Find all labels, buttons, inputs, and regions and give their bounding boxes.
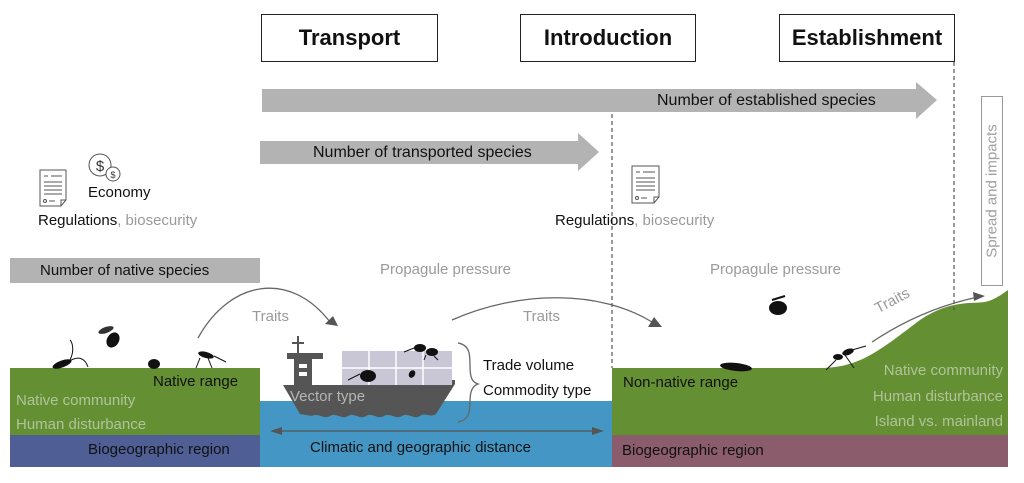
larva-icon bbox=[720, 362, 752, 372]
native-species-label: Number of native species bbox=[40, 262, 210, 279]
svg-text:$: $ bbox=[96, 158, 105, 175]
established-species-label: Number of established species bbox=[657, 92, 876, 109]
distance-arrow-left-head bbox=[270, 427, 282, 435]
svg-text:$: $ bbox=[110, 170, 115, 180]
traits-arrow-2 bbox=[451, 297, 653, 323]
document-icon-left bbox=[39, 169, 67, 207]
regulations-text: Regulations bbox=[38, 212, 118, 229]
spread-impacts-box: Spread and impacts bbox=[981, 96, 1003, 286]
native-region-label: Biogeographic region bbox=[88, 441, 230, 458]
propagule-pressure-establishment: Propagule pressure bbox=[710, 261, 841, 278]
ship-icon bbox=[283, 336, 455, 418]
transported-species-label: Number of transported species bbox=[313, 144, 532, 161]
stage-establishment: Establishment bbox=[779, 14, 955, 62]
propagule-pressure-transport: Propagule pressure bbox=[380, 261, 511, 278]
vector-type-label: Vector type bbox=[290, 388, 366, 405]
commodity-type-label: Commodity type bbox=[483, 382, 592, 399]
left-regulations: Regulations, biosecurity bbox=[38, 212, 197, 229]
insect-silhouettes bbox=[52, 295, 867, 382]
distance-label: Climatic and geographic distance bbox=[310, 439, 531, 456]
bee-icon-1 bbox=[98, 326, 120, 348]
biosecurity-text: , biosecurity bbox=[117, 212, 198, 229]
native-biogeographic-region bbox=[10, 435, 260, 467]
nonnative-range-label: Non-native range bbox=[623, 374, 739, 391]
traits-arrow-1-head bbox=[325, 316, 338, 326]
transported-species-arrow bbox=[260, 133, 599, 171]
native-species-bar bbox=[10, 258, 260, 283]
beetle-icon-1 bbox=[52, 339, 89, 369]
traits-arrow-2-head bbox=[648, 317, 662, 327]
money-icon: $ $ bbox=[88, 153, 121, 182]
seed-icon bbox=[408, 370, 416, 378]
island-mainland-label: Island vs. mainland bbox=[874, 413, 1003, 430]
distance-arrow-right-head bbox=[592, 427, 604, 435]
traits-arrow-1 bbox=[197, 287, 331, 339]
economy-label: Economy bbox=[88, 184, 151, 201]
traits-label-2: Traits bbox=[523, 308, 560, 325]
native-range-ground bbox=[10, 368, 260, 435]
native-community-label: Native community bbox=[16, 392, 136, 409]
wasp-icon bbox=[769, 295, 787, 315]
ant-icon-1 bbox=[403, 344, 439, 361]
beetle-icon-2 bbox=[148, 359, 160, 369]
established-species-arrow bbox=[262, 82, 937, 119]
nonnative-community-label: Native community bbox=[883, 362, 1003, 379]
nonnative-disturbance-label: Human disturbance bbox=[872, 388, 1003, 405]
mosquito-icon bbox=[195, 351, 227, 369]
document-icon-intro bbox=[631, 165, 660, 204]
traits-arrow-3 bbox=[871, 296, 979, 343]
native-range-label: Native range bbox=[153, 373, 239, 390]
stage-introduction: Introduction bbox=[520, 14, 696, 62]
brace bbox=[457, 342, 481, 423]
traits-label-1: Traits bbox=[252, 308, 289, 325]
ant-icon-2 bbox=[825, 345, 867, 371]
intro-regulations: Regulations, biosecurity bbox=[555, 212, 714, 229]
stage-transport: Transport bbox=[261, 14, 438, 62]
regulations-text: Regulations bbox=[555, 212, 635, 229]
nonnative-region-label: Biogeographic region bbox=[622, 442, 764, 459]
nonnative-biogeographic-region bbox=[612, 435, 1008, 467]
traits-arrow-3-head bbox=[973, 292, 985, 301]
biosecurity-text: , biosecurity bbox=[634, 212, 715, 229]
spread-impacts-label: Spread and impacts bbox=[983, 124, 1001, 258]
trade-volume-label: Trade volume bbox=[483, 357, 575, 374]
human-disturbance-label: Human disturbance bbox=[16, 416, 147, 433]
fly-icon bbox=[347, 370, 376, 382]
nonnative-range-ground bbox=[612, 290, 1008, 435]
